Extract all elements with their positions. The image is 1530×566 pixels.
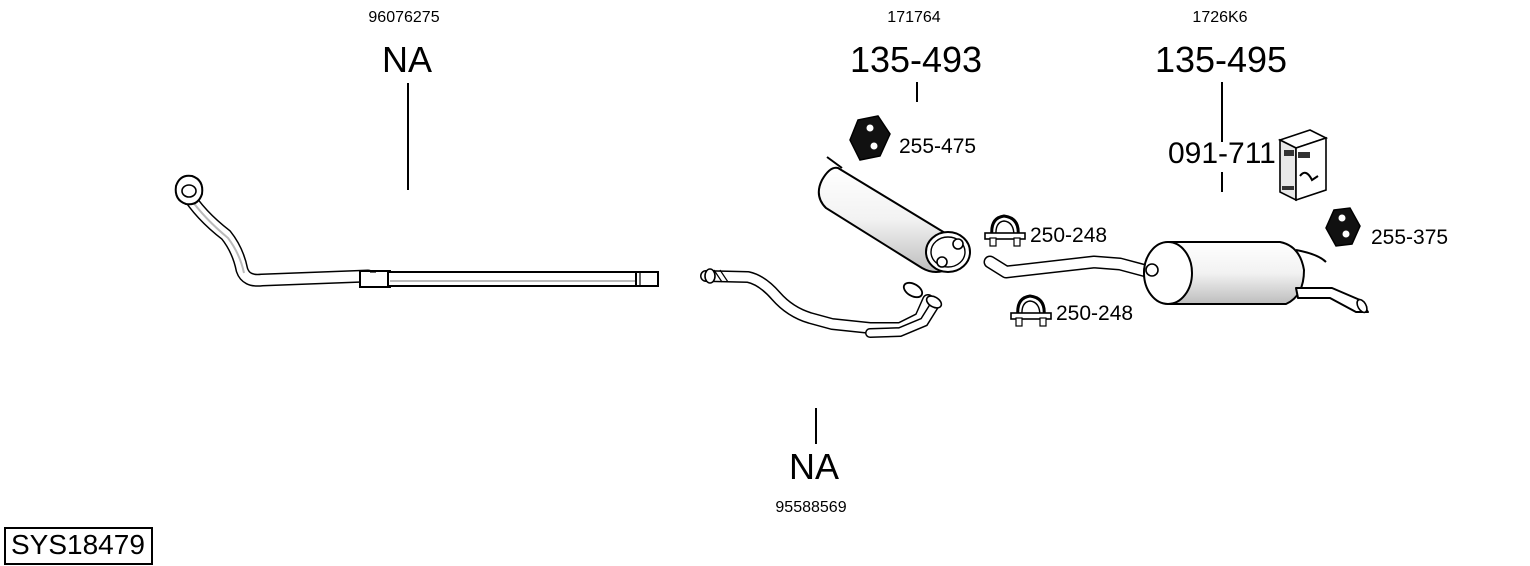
rear-silencer-oem-number: 1726K6: [1192, 9, 1248, 26]
front-flange: [174, 174, 204, 206]
clamp-upper-icon[interactable]: [984, 214, 1026, 247]
rubber-mount-center-icon[interactable]: [849, 115, 891, 161]
rear-silencer-leader-line: [1221, 82, 1223, 142]
system-code-badge: SYS18479: [4, 527, 153, 565]
center-silencer[interactable]: [817, 156, 971, 273]
mounting-kit-leader-line: [1221, 172, 1223, 192]
clamp-lower-icon[interactable]: [1010, 294, 1052, 327]
rubber-mount-center-part-ref[interactable]: 255-475: [899, 135, 977, 158]
middle-pipe[interactable]: [700, 268, 943, 338]
center-silencer-oem-number: 171764: [887, 9, 941, 26]
rubber-mount-rear-icon[interactable]: [1325, 207, 1361, 247]
rear-silencer-part-ref[interactable]: 135-495: [1154, 39, 1288, 80]
clamp-upper-part-ref[interactable]: 250-248: [1030, 224, 1108, 247]
rubber-mount-rear-part-ref[interactable]: 255-375: [1371, 226, 1449, 249]
front-pipe-oem-number: 96076275: [368, 9, 440, 26]
front-pipe-leader-line: [407, 83, 409, 190]
front-pipe[interactable]: [174, 174, 659, 288]
middle-pipe-oem-number: 95588569: [775, 499, 847, 516]
center-silencer-leader-line: [916, 82, 918, 102]
center-silencer-part-ref[interactable]: 135-493: [849, 39, 983, 80]
middle-pipe-part-ref[interactable]: NA: [788, 446, 840, 487]
mounting-kit-box-icon[interactable]: [1277, 129, 1329, 202]
front-pipe-part-ref[interactable]: NA: [381, 39, 433, 80]
mounting-kit-part-ref[interactable]: 091-711: [1168, 137, 1276, 170]
clamp-lower-part-ref[interactable]: 250-248: [1056, 302, 1134, 325]
middle-pipe-leader-line: [815, 408, 817, 444]
rear-silencer[interactable]: [983, 241, 1369, 314]
